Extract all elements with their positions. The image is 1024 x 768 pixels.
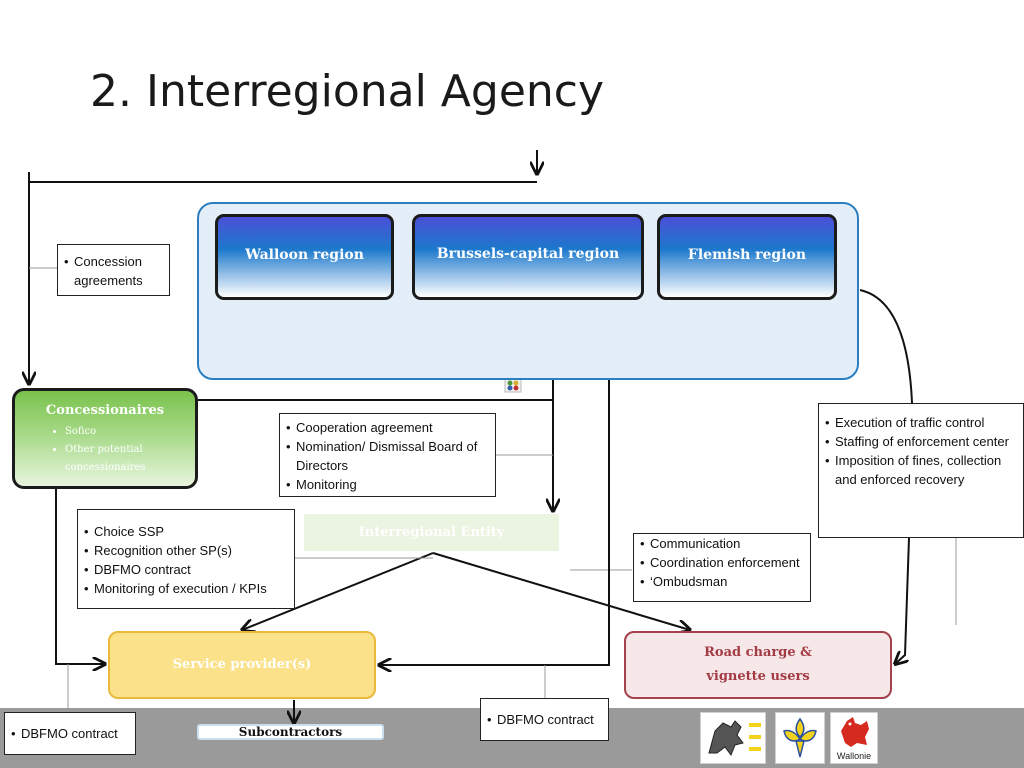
iris-icon — [783, 717, 817, 758]
subcontractors-box: Subcontractors — [197, 724, 384, 740]
interregional-entity-box: Interregional Entity — [304, 514, 559, 551]
note-item: Recognition other SP(s) — [84, 541, 288, 560]
concessionaires-box: Concessionaires Sofico Other potential c… — [12, 388, 198, 489]
road-charge-label: Road charge & vignette users — [704, 645, 812, 684]
execution-note: Execution of traffic control Staffing of… — [818, 403, 1024, 538]
service-provider-box: Service provider(s) — [108, 631, 376, 699]
cooperation-note: Cooperation agreement Nomination/ Dismis… — [279, 413, 496, 497]
concessionaires-list: Sofico Other potential concessionaires — [53, 423, 195, 477]
note-item: Cooperation agreement — [286, 418, 489, 437]
brussels-region-box: Brussels-capital region — [412, 214, 644, 300]
concessionaire-item: Other potential concessionaires — [65, 441, 195, 477]
brussels-iris-logo — [775, 712, 825, 764]
flemish-region-box: Flemish region — [657, 214, 837, 300]
note-item: Imposition of fines, collection and enfo… — [825, 451, 1017, 489]
concessionaires-title: Concessionaires — [45, 403, 165, 418]
note-item: Staffing of enforcement center — [825, 432, 1017, 451]
note-item: Monitoring of execution / KPIs — [84, 579, 288, 598]
note-item: Communication — [640, 534, 804, 553]
note-item: DBFMO contract — [11, 724, 129, 743]
note-item: ‘Ombudsman — [640, 572, 804, 591]
walloon-region-box: Walloon region — [215, 214, 394, 300]
note-item: Coordination enforcement — [640, 553, 804, 572]
wallonia-label: Wallonie — [836, 751, 872, 761]
note-item: DBFMO contract — [487, 710, 602, 729]
note-item: Choice SSP — [84, 522, 288, 541]
concessionaire-item: Sofico — [65, 423, 195, 441]
wallonia-rooster-logo: Wallonie — [830, 712, 878, 764]
page-title: 2. Interregional Agency — [90, 66, 605, 117]
note-item: Monitoring — [286, 475, 489, 494]
note-item: Nomination/ Dismissal Board of Directors — [286, 437, 489, 475]
dbfmo-mid-note: DBFMO contract — [480, 698, 609, 741]
concession-note: Concession agreements — [57, 244, 170, 296]
note-item: Execution of traffic control — [825, 413, 1017, 432]
note-item: Concession agreements — [64, 252, 163, 290]
flanders-lion-logo — [700, 712, 766, 764]
small-logo-icon — [504, 378, 522, 393]
rooster-icon — [841, 717, 869, 747]
lion-icon — [708, 720, 761, 757]
road-charge-box: Road charge & vignette users — [624, 631, 892, 699]
choice-note: Choice SSP Recognition other SP(s) DBFMO… — [77, 509, 295, 609]
communication-note: Communication Coordination enforcement ‘… — [633, 533, 811, 602]
note-item: DBFMO contract — [84, 560, 288, 579]
dbfmo-left-note: DBFMO contract — [4, 712, 136, 755]
